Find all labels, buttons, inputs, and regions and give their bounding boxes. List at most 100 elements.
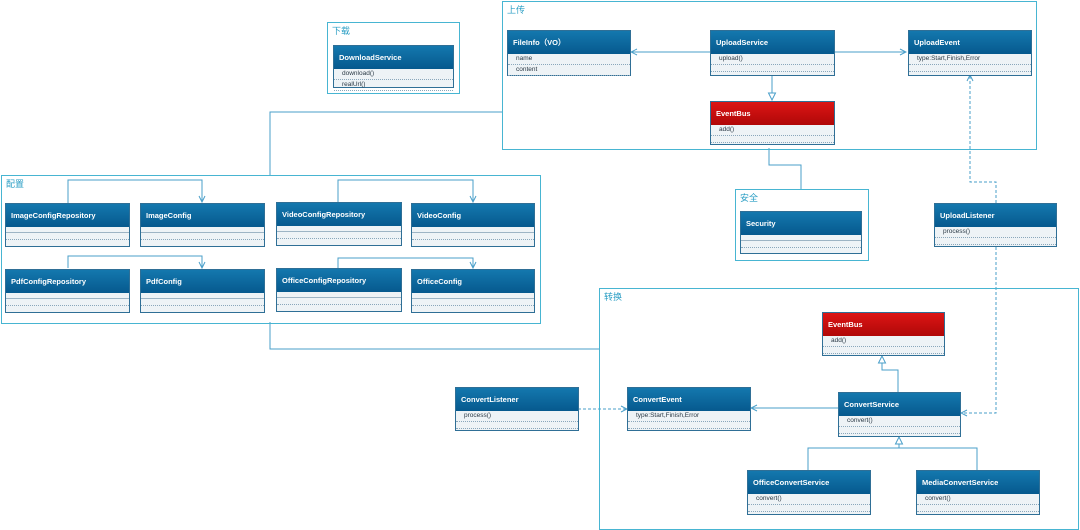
class-convert-event[interactable]: ConvertEvent type:Start,Finish,Error [627, 387, 751, 431]
class-member: process() [935, 227, 1056, 238]
link-media-convertservice [899, 447, 978, 470]
class-member: convert() [748, 494, 870, 505]
link-officerepo-officeconfig [337, 257, 473, 268]
class-member: add() [823, 336, 944, 347]
class-video-config[interactable]: VideoConfig [411, 203, 535, 247]
package-label: 上传 [507, 6, 526, 16]
class-name: FileInfo（VO） [508, 31, 630, 54]
class-divider [456, 422, 578, 429]
class-upload-eventbus[interactable]: EventBus add() [710, 101, 835, 145]
class-name: VideoConfig [412, 204, 534, 227]
class-divider [141, 299, 264, 306]
link-uploadlistener-convertservice [961, 247, 997, 413]
class-file-info[interactable]: FileInfo（VO） name content [507, 30, 631, 76]
class-divider [741, 240, 861, 241]
class-divider [909, 65, 1031, 72]
package-label: 安全 [740, 194, 759, 204]
class-member: download() [334, 69, 453, 80]
class-member: content [508, 65, 630, 76]
class-member: type:Start,Finish,Error [909, 54, 1031, 65]
class-name: Security [741, 212, 861, 235]
class-pdf-config-repository[interactable]: PdfConfigRepository [5, 269, 130, 313]
class-divider [277, 232, 401, 239]
class-upload-service[interactable]: UploadService upload() [710, 30, 835, 76]
class-office-convert-service[interactable]: OfficeConvertService convert() [747, 470, 871, 515]
class-name: ConvertService [839, 393, 960, 416]
class-divider [839, 427, 960, 434]
class-convert-service[interactable]: ConvertService convert() [838, 392, 961, 437]
class-divider [277, 231, 401, 232]
class-name: UploadEvent [909, 31, 1031, 54]
class-video-config-repository[interactable]: VideoConfigRepository [276, 202, 402, 246]
class-member: upload() [711, 54, 834, 65]
class-name: ConvertEvent [628, 388, 750, 411]
class-name: OfficeConfigRepository [277, 269, 401, 292]
link-config-convert [269, 322, 600, 350]
class-divider [741, 241, 861, 248]
class-upload-listener[interactable]: UploadListener process() [934, 203, 1057, 247]
link-upload-config [269, 111, 502, 175]
package-upload: 上传 [502, 1, 1037, 150]
class-divider [277, 298, 401, 305]
class-name: VideoConfigRepository [277, 203, 401, 226]
class-divider [917, 505, 1039, 512]
class-divider [748, 505, 870, 512]
class-divider [141, 298, 264, 299]
class-image-config[interactable]: ImageConfig [140, 203, 265, 247]
class-divider [6, 232, 129, 233]
class-divider [711, 65, 834, 72]
class-divider [628, 422, 750, 429]
class-divider [141, 232, 264, 233]
link-convertservice-eventbus [882, 356, 899, 392]
class-divider [711, 136, 834, 143]
class-divider [412, 299, 534, 306]
link-pdfrepo-pdfconfig [67, 255, 202, 268]
package-label: 配置 [6, 180, 25, 190]
class-divider [412, 298, 534, 299]
class-member: add() [711, 125, 834, 136]
class-download-service[interactable]: DownloadService download() realUrl() [333, 45, 454, 91]
class-divider [823, 347, 944, 354]
link-videorepo-videoconfig [337, 179, 473, 202]
class-name: MediaConvertService [917, 471, 1039, 494]
class-office-config[interactable]: OfficeConfig [411, 269, 535, 313]
package-config: 配置 [1, 175, 541, 324]
class-convert-listener[interactable]: ConvertListener process() [455, 387, 579, 431]
package-label: 转换 [604, 293, 623, 303]
class-name: EventBus [711, 102, 834, 125]
package-download: 下载 [327, 22, 460, 94]
link-uploadlistener-uploadevent [970, 75, 997, 203]
class-divider [6, 298, 129, 299]
package-security: 安全 [735, 189, 869, 261]
class-name: ImageConfigRepository [6, 204, 129, 227]
class-member: process() [456, 411, 578, 422]
class-name: UploadListener [935, 204, 1056, 227]
class-member: realUrl() [334, 80, 453, 91]
class-name: PdfConfig [141, 270, 264, 293]
link-upload-security [768, 148, 802, 189]
class-member: convert() [917, 494, 1039, 505]
class-media-convert-service[interactable]: MediaConvertService convert() [916, 470, 1040, 515]
class-name: DownloadService [334, 46, 453, 69]
class-divider [935, 238, 1056, 245]
class-pdf-config[interactable]: PdfConfig [140, 269, 265, 313]
class-divider [6, 233, 129, 240]
class-divider [412, 232, 534, 233]
class-name: ConvertListener [456, 388, 578, 411]
class-name: EventBus [823, 313, 944, 336]
class-divider [141, 233, 264, 240]
class-divider [6, 299, 129, 306]
package-label: 下载 [332, 27, 351, 37]
class-office-config-repository[interactable]: OfficeConfigRepository [276, 268, 402, 312]
link-office-convertservice [807, 437, 899, 470]
class-convert-eventbus[interactable]: EventBus add() [822, 312, 945, 356]
class-name: OfficeConfig [412, 270, 534, 293]
class-image-config-repository[interactable]: ImageConfigRepository [5, 203, 130, 247]
class-name: OfficeConvertService [748, 471, 870, 494]
class-upload-event[interactable]: UploadEvent type:Start,Finish,Error [908, 30, 1032, 76]
class-name: PdfConfigRepository [6, 270, 129, 293]
class-name: UploadService [711, 31, 834, 54]
class-security[interactable]: Security [740, 211, 862, 254]
link-imagerepo-imageconfig [67, 179, 202, 203]
